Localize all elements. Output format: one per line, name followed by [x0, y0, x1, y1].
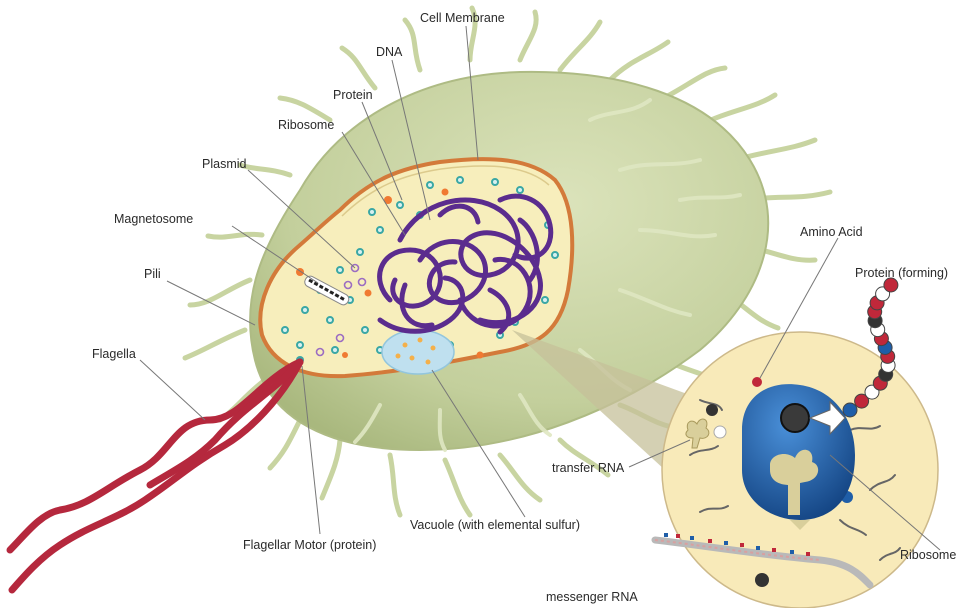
label-pili: Pili: [144, 267, 161, 281]
label-dna: DNA: [376, 45, 402, 59]
label-cell-membrane: Cell Membrane: [420, 11, 505, 25]
label-ribosome: Ribosome: [278, 118, 334, 132]
label-protein: Protein: [333, 88, 373, 102]
label-vacuole: Vacuole (with elemental sulfur): [410, 518, 580, 532]
label-protein-forming: Protein (forming): [855, 266, 948, 280]
label-messenger-rna: messenger RNA: [546, 590, 638, 604]
label-magnetosome: Magnetosome: [114, 212, 193, 226]
flagella: [10, 362, 300, 590]
amino-acid-bead: [884, 278, 898, 292]
label-transfer-rna: transfer RNA: [552, 461, 624, 475]
amino-acid-bead: [843, 403, 857, 417]
label-ribosome-inset: Ribosome: [900, 548, 956, 562]
vacuole: [382, 330, 454, 374]
label-flagella: Flagella: [92, 347, 136, 361]
label-flagellar-motor: Flagellar Motor (protein): [243, 538, 376, 552]
label-plasmid: Plasmid: [202, 157, 246, 171]
label-amino-acid: Amino Acid: [800, 225, 863, 239]
